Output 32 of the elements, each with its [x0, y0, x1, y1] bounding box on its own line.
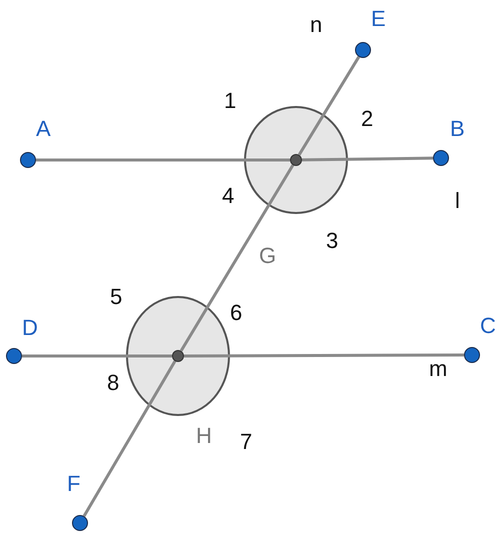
point-label: F — [67, 473, 80, 495]
angle-number: 2 — [361, 108, 374, 130]
point-label: B — [450, 118, 465, 140]
angle-number: 5 — [110, 286, 122, 308]
point-label: D — [22, 317, 38, 339]
angle-number: 4 — [222, 185, 234, 207]
angle-number: 8 — [107, 372, 120, 394]
angle-number: l — [455, 190, 460, 212]
point-dot — [72, 515, 88, 531]
angle-number: 3 — [326, 230, 338, 252]
point-label: H — [196, 425, 212, 447]
angle-number: 1 — [224, 90, 236, 112]
angle-number: 7 — [240, 431, 252, 453]
angle-number: m — [429, 358, 448, 380]
line-segment — [298, 56, 360, 156]
point-label: C — [480, 315, 496, 337]
line-segment — [22, 354, 172, 358]
angle-number: n — [310, 14, 322, 36]
line-segment — [36, 158, 290, 162]
line-segment — [180, 164, 294, 352]
point-label: E — [371, 8, 386, 30]
line-segment — [184, 354, 464, 358]
point-label: G — [259, 245, 276, 267]
line-segment — [82, 360, 176, 517]
point-dot — [6, 348, 22, 364]
point-dot — [433, 150, 449, 166]
point-label: A — [36, 118, 51, 140]
point-dot — [20, 152, 36, 168]
angle-number: 6 — [230, 302, 242, 324]
line-segment — [302, 156, 434, 162]
point-dot — [355, 42, 371, 58]
point-dot — [464, 347, 480, 363]
